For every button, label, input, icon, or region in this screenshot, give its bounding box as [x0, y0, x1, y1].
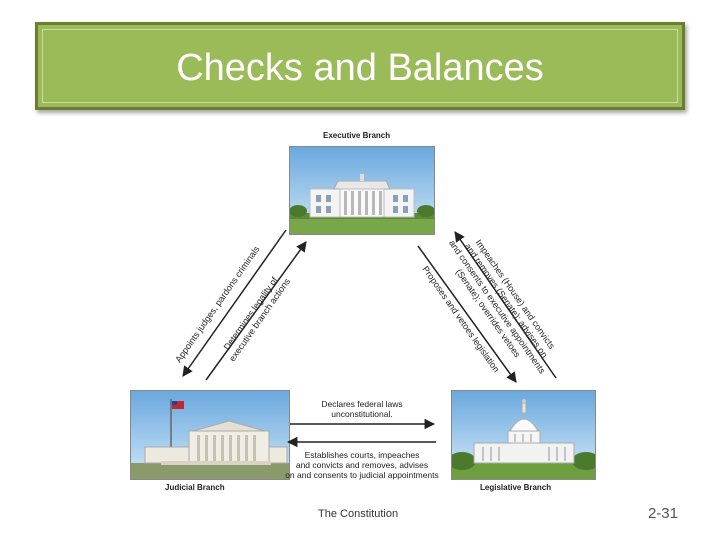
judicial-branch-label: Judicial Branch	[165, 483, 225, 492]
arrow-judicial-to-exec	[205, 241, 307, 381]
leg-to-judicial-line-2: and convicts and removes, advises	[295, 460, 429, 470]
leg-to-judicial-line-3: on and consents to judicial appointments	[285, 470, 439, 480]
supreme-court-image	[130, 390, 290, 480]
leg-to-judicial-text: Establishes courts, impeaches and convic…	[276, 450, 448, 480]
judicial-to-leg-line-1: Declares federal laws	[321, 399, 403, 409]
capitol-building-image	[451, 390, 596, 480]
slide-footer: The Constitution	[318, 508, 399, 520]
title-bar-inner-border	[42, 29, 678, 103]
slide-title: Checks and Balances	[176, 47, 544, 89]
executive-branch-label: Executive Branch	[323, 131, 391, 140]
judicial-to-leg-line-2: unconstitutional.	[331, 409, 393, 419]
arrow-exec-to-leg	[417, 245, 517, 383]
leg-to-judicial-line-1: Establishes courts, impeaches	[304, 450, 420, 460]
title-bar: Checks and Balances	[35, 22, 685, 110]
judicial-to-leg-text: Declares federal laws unconstitutional.	[292, 399, 432, 419]
legislative-branch-label: Legislative Branch	[480, 483, 552, 492]
arrow-leg-to-exec	[454, 231, 557, 379]
white-house-image	[289, 146, 435, 235]
slide-page-number: 2-31	[647, 505, 678, 522]
arrow-exec-to-judicial	[182, 229, 287, 377]
